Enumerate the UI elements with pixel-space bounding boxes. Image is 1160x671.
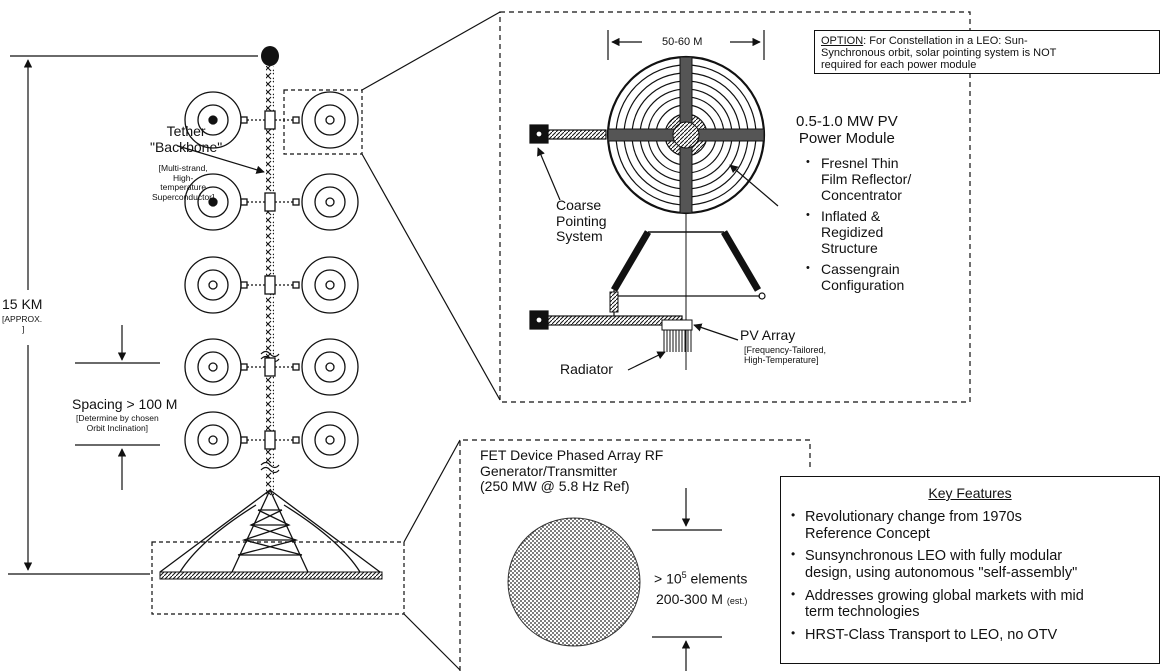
key-features-box: Key Features Revolutionary change from 1… (780, 476, 1160, 664)
tether-note-line: temperature (160, 182, 207, 193)
coarse-line: System (556, 228, 603, 245)
pv-note-line: High-Temperature] (744, 355, 819, 366)
spacing-note: [Determine by chosen Orbit Inclination] (76, 413, 159, 434)
height-note-line: ] (22, 323, 25, 334)
dimension-label: 50-60 M (660, 36, 705, 49)
dimension-50-60 (607, 30, 765, 60)
feature-line: Film Reflector/ (821, 170, 912, 187)
transmitter-title-line: (250 MW @ 5.8 Hz Ref) (480, 478, 630, 495)
pv-array-label: PV Array (740, 327, 796, 343)
diameter-label: 200-300 M (est.) (656, 591, 748, 608)
spacing-note-line: [Determine by chosen (76, 413, 159, 423)
key-feature-item: Revolutionary change from 1970sReference… (789, 509, 1151, 542)
radiator-fins (661, 319, 693, 352)
elements-exponent: 5 (681, 570, 687, 580)
tether-title-line: Tether (166, 123, 206, 139)
coarse-line: Coarse (556, 197, 602, 213)
diameter-value: 200-300 M (656, 591, 723, 607)
tether-title-line: "Backbone" (150, 138, 223, 155)
elements-count: > 105 elements (654, 570, 747, 587)
tether-note-line: [Multi-strand, (158, 163, 208, 173)
option-line: required for each power module (821, 59, 977, 72)
option-label: OPTION (821, 35, 864, 47)
diameter-dimension (652, 488, 722, 671)
height-dimension (8, 55, 258, 575)
pv-array-note: [Frequency-Tailored, High-Temperature] (744, 345, 826, 365)
power-module-pairs (184, 91, 359, 469)
transmitter-support-truss (159, 489, 381, 573)
key-feature-line: design, using autonomous "self-assembly" (805, 565, 1078, 582)
radiator-pointer (627, 351, 666, 371)
key-feature-line: Reference Concept (805, 525, 930, 542)
coarse-line: Pointing (556, 212, 607, 229)
feature-line: Regidized (821, 223, 884, 240)
key-features-title: Key Features (928, 485, 1012, 501)
key-feature-line: Revolutionary change from 1970s (805, 509, 1022, 525)
transmitter-array-side-view (159, 571, 383, 580)
spacing-dimension (75, 325, 160, 490)
feature-line: Concentrator (821, 186, 902, 203)
module-title: 0.5-1.0 MW PV Power Module (796, 113, 898, 148)
transmitter-title-line: FET Device Phased Array RF (480, 447, 664, 463)
detail-connector-lines (361, 11, 501, 671)
pv-note-line: [Frequency-Tailored, (744, 345, 827, 355)
module-title-pointer (729, 164, 779, 207)
transmitter-title-line: Generator/Transmitter (480, 462, 618, 479)
elements-suffix: elements (686, 570, 748, 587)
transmitter-phased-array (507, 517, 641, 647)
tether-pointer (177, 145, 265, 174)
transmitter-detail-box (459, 439, 811, 671)
key-feature-line: Addresses growing global markets with mi… (805, 587, 1084, 604)
module-side-view (609, 213, 766, 370)
height-note-line: [APPROX. (2, 314, 43, 324)
module-detail-box (499, 11, 971, 403)
module-boom-top (529, 124, 607, 144)
feature-line: Inflated & (821, 207, 881, 224)
module-title-line: Power Module (798, 129, 895, 147)
option-note-box: OPTION: For Constellation in a LEO: Sun-… (814, 30, 1160, 74)
transmitter-title: FET Device Phased Array RF Generator/Tra… (480, 447, 664, 495)
feature-line: Configuration (821, 276, 905, 293)
height-note: [APPROX. ] (2, 314, 43, 335)
feature-line: Fresnel Thin (821, 155, 899, 171)
spacing-note-line: Orbit Inclination] (86, 422, 149, 433)
option-line: Synchronous orbit, solar pointing system… (821, 47, 1057, 60)
tether-backbone-label: Tether "Backbone" (150, 123, 223, 155)
key-feature-line: Sunsynchronous LEO with fully modular (805, 548, 1063, 565)
key-features-list: Revolutionary change from 1970sReference… (789, 509, 1151, 644)
coarse-pointing-label: Coarse Pointing System (556, 197, 607, 245)
key-feature-item: HRST-Class Transport to LEO, no OTV (789, 627, 1151, 644)
module-callout-box (283, 89, 363, 155)
height-label: 15 KM (2, 296, 43, 313)
feature-line: Structure (821, 239, 878, 256)
tether-note-line: High- (173, 172, 194, 183)
diameter-note: (est.) (726, 596, 748, 606)
transmitter-callout-box (151, 541, 405, 615)
radiator-label: Radiator (560, 361, 613, 377)
elements-prefix: > 10 (654, 570, 682, 587)
module-boom-bottom (529, 310, 683, 330)
tether-note: [Multi-strand, High- temperature Superco… (152, 163, 215, 202)
feature-line: Cassengrain (821, 260, 900, 277)
tether-note-line: Superconductor] (152, 191, 215, 202)
key-feature-item: Addresses growing global markets with mi… (789, 588, 1151, 621)
module-title-line: 0.5-1.0 MW PV (796, 113, 898, 130)
key-feature-line: term technologies (805, 604, 920, 621)
key-feature-item: Sunsynchronous LEO with fully modulardes… (789, 548, 1151, 581)
fresnel-reflector (606, 55, 766, 215)
option-first-line: OPTION: For Constellation in a LEO: Sun- (821, 35, 1153, 47)
top-mass (261, 46, 279, 66)
spacing-label: Spacing > 100 M (72, 396, 178, 413)
option-text: : For Constellation in a LEO: Sun- (863, 35, 1028, 47)
coarse-pointer (537, 147, 561, 201)
key-feature-line: HRST-Class Transport to LEO, no OTV (805, 627, 1058, 644)
tether-backbone (266, 66, 274, 496)
pv-array-pointer (693, 323, 739, 341)
